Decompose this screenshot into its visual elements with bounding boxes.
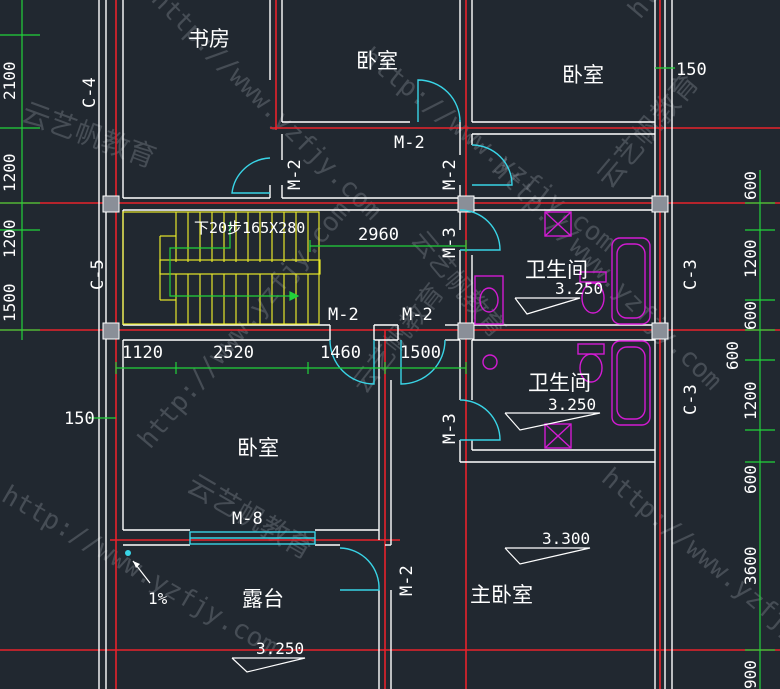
column-block [102, 195, 120, 213]
dimension-text: 600 [741, 171, 760, 200]
floor-drain-icon [544, 423, 572, 449]
room-label-bedroom: 卧室 [562, 63, 604, 87]
dimension-text: 2100 [0, 61, 19, 100]
elevation-symbol [504, 547, 591, 565]
column-block [457, 195, 475, 213]
door-swing [471, 144, 513, 186]
bathtub-icon [616, 243, 646, 319]
elevation-markers [231, 297, 601, 673]
slope-arrow-head [133, 561, 140, 568]
dimension-text: 1460 [320, 343, 361, 363]
door-label: M-2 [394, 133, 425, 153]
column-label: C-3 [681, 384, 701, 415]
slope-label: 1% [148, 589, 168, 608]
door-label: M-2 [397, 565, 417, 596]
floor-drain-icon [544, 211, 572, 237]
dimension-text: 600 [723, 341, 742, 370]
door-swing [231, 157, 271, 194]
door-label: M-2 [440, 159, 460, 190]
dimension-text: 1500 [400, 343, 441, 363]
dimension-text: 1200 [0, 219, 19, 258]
toilet-icon [581, 282, 605, 314]
column-label: C-4 [80, 77, 100, 108]
room-label-terrace: 露台 [242, 587, 284, 611]
dimension-text: 900 [741, 660, 760, 689]
column-label: C-3 [681, 259, 701, 290]
drain-point-icon [125, 550, 131, 556]
room-label-bedroom: 卧室 [356, 49, 398, 73]
elevation-symbol [504, 412, 601, 431]
dimension-text: 1500 [0, 283, 19, 322]
door-swing [417, 79, 461, 123]
slope-arrow [125, 550, 151, 584]
door-swing [329, 339, 375, 385]
room-label-study: 书房 [188, 27, 230, 51]
dimension-text: 2520 [213, 343, 254, 363]
dimension-text: 150 [64, 409, 95, 429]
bathroom-fixtures [474, 211, 651, 449]
door-swing [400, 339, 446, 385]
door-label: M-3 [440, 227, 460, 258]
door-swing [339, 547, 380, 591]
door-label: M-8 [232, 509, 263, 529]
elevation-value: 3.300 [542, 529, 590, 548]
washbasin-icon [479, 287, 499, 313]
dimension-text: 600 [741, 301, 760, 330]
stair-note: 下20步165X280 [194, 219, 305, 237]
column-block [651, 322, 669, 340]
elevation-symbol [514, 297, 581, 315]
door-label: M-3 [440, 413, 460, 444]
dimension-text: 150 [676, 60, 707, 80]
floor-drain-icon [482, 354, 498, 370]
column-block [102, 322, 120, 340]
stair-direction-arrow [169, 222, 300, 301]
floor-drain-icon [544, 423, 572, 449]
door-label: M-2 [328, 305, 359, 325]
dimension-text: 1200 [0, 153, 19, 192]
room-label-bathroom: 卫生间 [525, 258, 588, 282]
floor-drain-icon [544, 211, 572, 237]
stair-arrowhead [289, 291, 300, 301]
bathtub-icon [616, 346, 646, 420]
doors [189, 79, 513, 591]
dimension-text: 1200 [741, 239, 760, 278]
dimension-text: 2960 [358, 225, 399, 245]
stair-walkline [169, 222, 290, 297]
door-label: M-2 [402, 305, 433, 325]
walls [98, 0, 673, 689]
elevation-value: 3.250 [256, 639, 304, 658]
bathtub-icon [611, 237, 651, 325]
elevation-value: 3.250 [548, 395, 596, 414]
dimension-text: 1200 [741, 381, 760, 420]
door-label: M-2 [285, 159, 305, 190]
elevation-value: 3.250 [555, 279, 603, 298]
stair-outline [122, 211, 320, 325]
door-swing [459, 399, 501, 441]
washbasin-icon [474, 275, 504, 325]
dimension-text: 600 [741, 465, 760, 494]
dimension-text: 1120 [122, 343, 163, 363]
column-block [457, 322, 475, 340]
toilet-icon [579, 271, 607, 283]
column-block [651, 195, 669, 213]
dimension-text: 3600 [741, 546, 760, 585]
elevation-symbol [231, 657, 306, 673]
door-swing [459, 209, 501, 251]
toilet-icon [579, 353, 603, 383]
column-label: C-5 [88, 259, 108, 290]
room-label-master-bedroom: 主卧室 [470, 583, 533, 607]
structural-columns [102, 195, 669, 340]
stair [122, 211, 321, 325]
bathtub-icon [611, 340, 651, 426]
room-label-bathroom: 卫生间 [528, 371, 591, 395]
room-label-bedroom: 卧室 [237, 436, 279, 460]
